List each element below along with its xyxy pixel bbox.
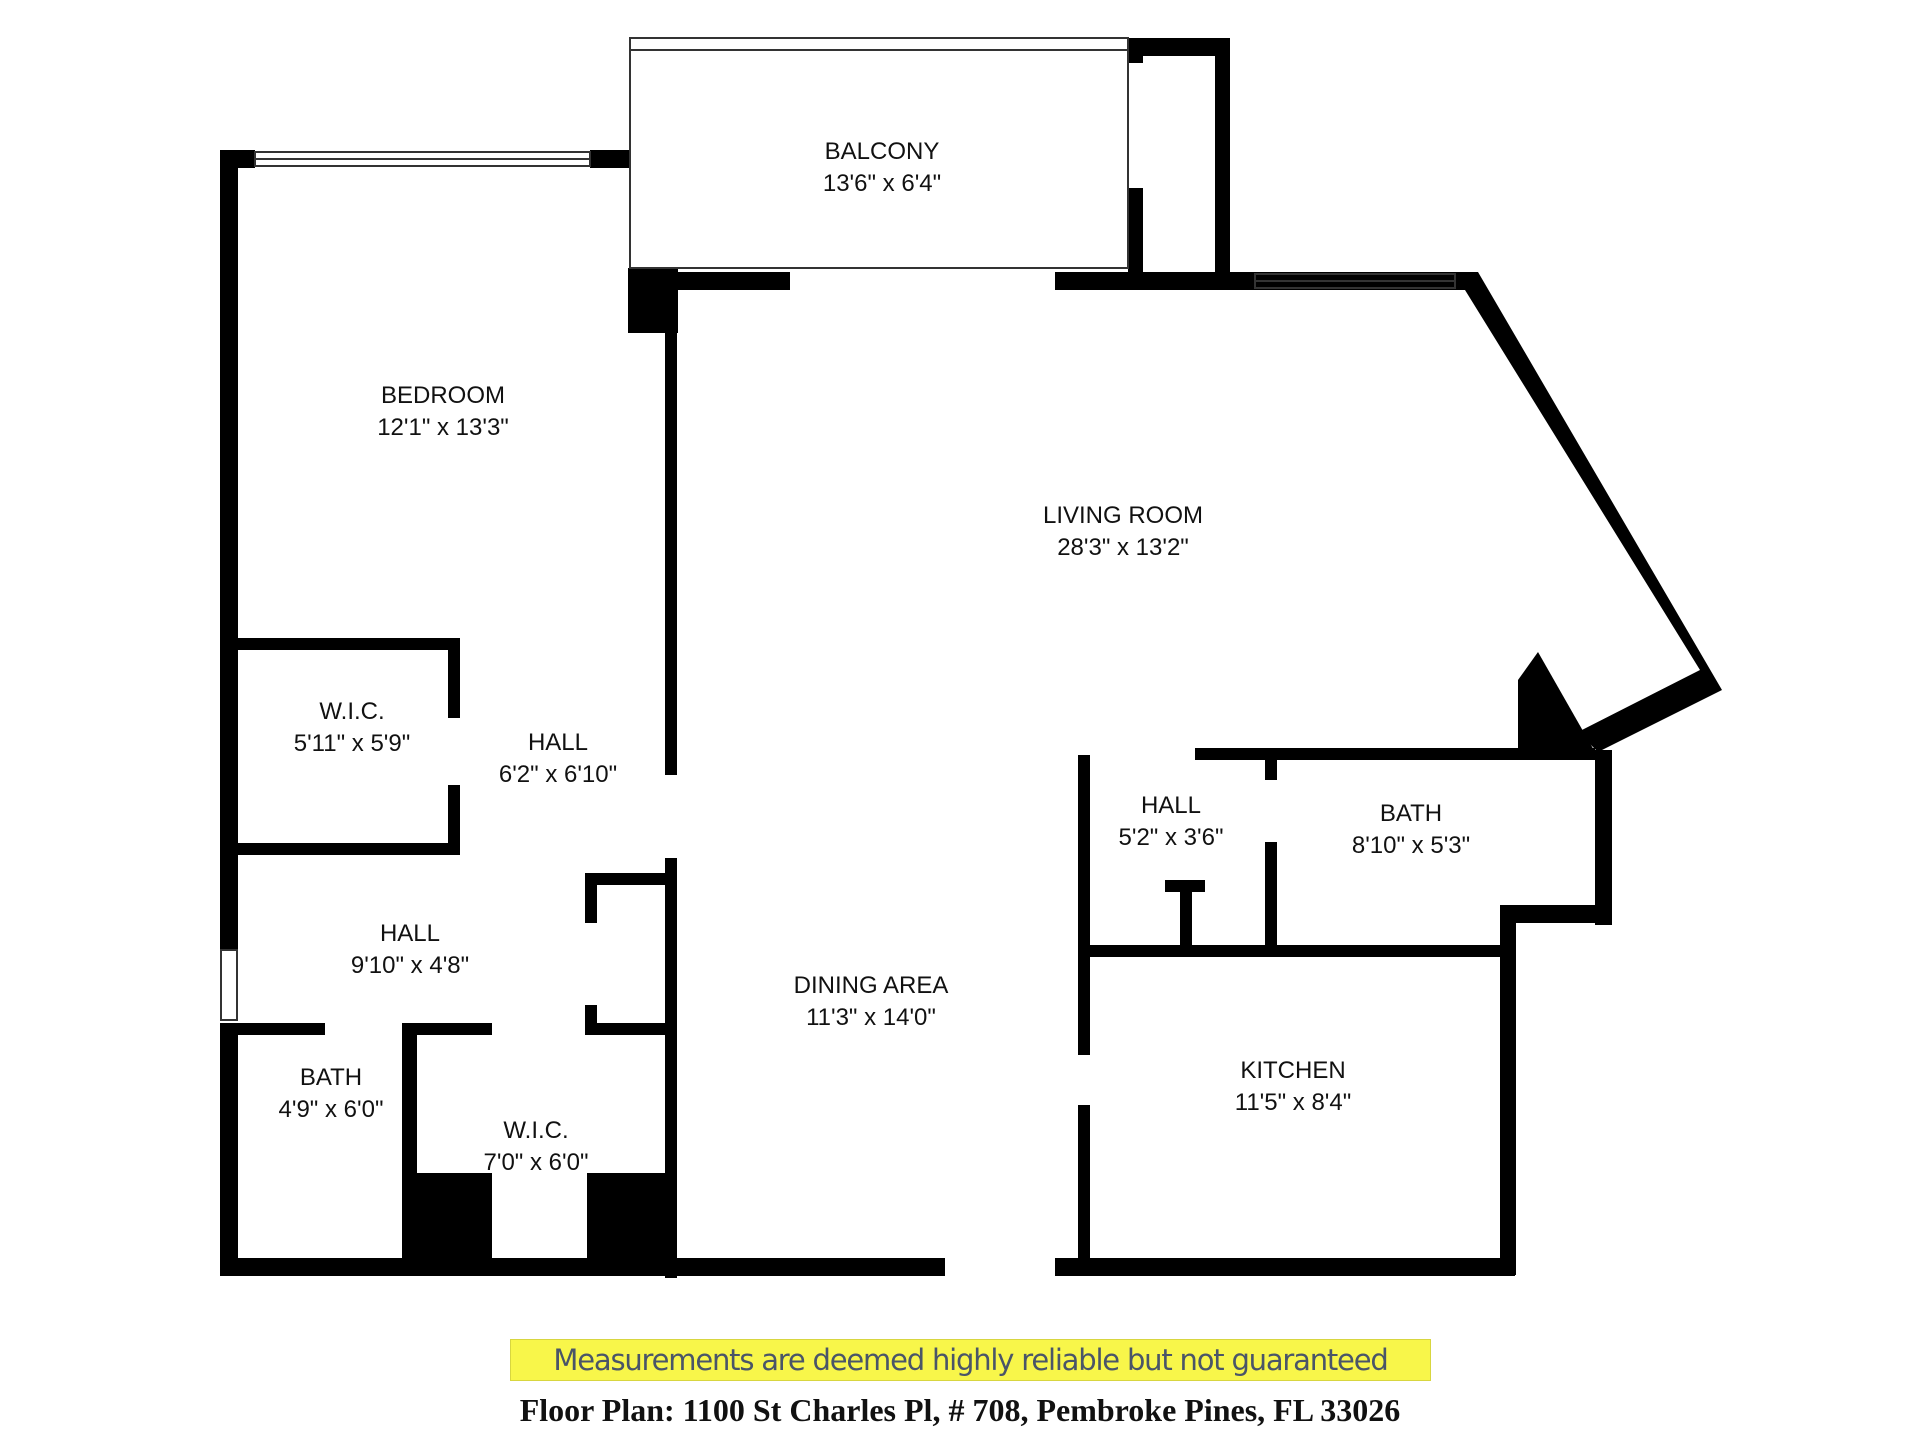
room-size: 28'3" x 13'2" [1057, 534, 1189, 561]
room-hall-2: HALL 9'10" x 4'8" [351, 918, 469, 982]
room-name: BALCONY [824, 138, 940, 165]
disclaimer-banner: Measurements are deemed highly reliable … [510, 1339, 1431, 1381]
room-size: 13'6" x 6'4" [822, 170, 942, 197]
room-size: 12'1" x 13'3" [377, 414, 509, 441]
room-size: 11'3" x 14'0" [806, 1004, 936, 1031]
room-name: HALL [1140, 792, 1202, 819]
room-size: 7'0" x 6'0" [483, 1149, 589, 1176]
room-name: BEDROOM [380, 382, 505, 409]
room-size: 4'9" x 6'0" [278, 1096, 384, 1123]
room-name: BATH [1379, 800, 1443, 827]
room-wic-2: W.I.C. 7'0" x 6'0" [484, 1115, 589, 1179]
room-name: DINING AREA [793, 972, 949, 999]
room-size: 6'2" x 6'10" [498, 761, 618, 788]
room-size: 9'10" x 4'8" [350, 952, 470, 979]
room-bath-2: BATH 4'9" x 6'0" [279, 1062, 384, 1126]
room-name: W.I.C. [319, 698, 385, 725]
room-name: LIVING ROOM [1042, 502, 1204, 529]
room-bath-1: BATH 8'10" x 5'3" [1352, 798, 1470, 862]
room-size: 5'11" x 5'9" [293, 730, 411, 757]
room-wic-1: W.I.C. 5'11" x 5'9" [294, 696, 411, 760]
room-hall-1: HALL 6'2" x 6'10" [499, 727, 617, 791]
room-bedroom: BEDROOM 12'1" x 13'3" [377, 380, 509, 444]
room-kitchen: KITCHEN 11'5" x 8'4" [1235, 1055, 1352, 1119]
room-name: HALL [379, 920, 441, 947]
floor-plan-address: Floor Plan: 1100 St Charles Pl, # 708, P… [519, 1392, 1401, 1428]
room-dining: DINING AREA 11'3" x 14'0" [794, 970, 949, 1034]
room-name: BATH [299, 1064, 363, 1091]
room-living: LIVING ROOM 28'3" x 13'2" [1043, 500, 1203, 564]
walls [220, 38, 1722, 1278]
room-name: HALL [527, 729, 589, 756]
room-hall-3: HALL 5'2" x 3'6" [1119, 790, 1224, 854]
floor-plan [220, 37, 1722, 1278]
room-name: KITCHEN [1240, 1057, 1346, 1084]
room-name: W.I.C. [503, 1117, 569, 1144]
room-size: 5'2" x 3'6" [1118, 824, 1224, 851]
windows [220, 37, 1456, 1021]
room-balcony: BALCONY 13'6" x 6'4" [823, 136, 941, 200]
room-size: 11'5" x 8'4" [1234, 1089, 1352, 1116]
room-size: 8'10" x 5'3" [1351, 832, 1471, 859]
